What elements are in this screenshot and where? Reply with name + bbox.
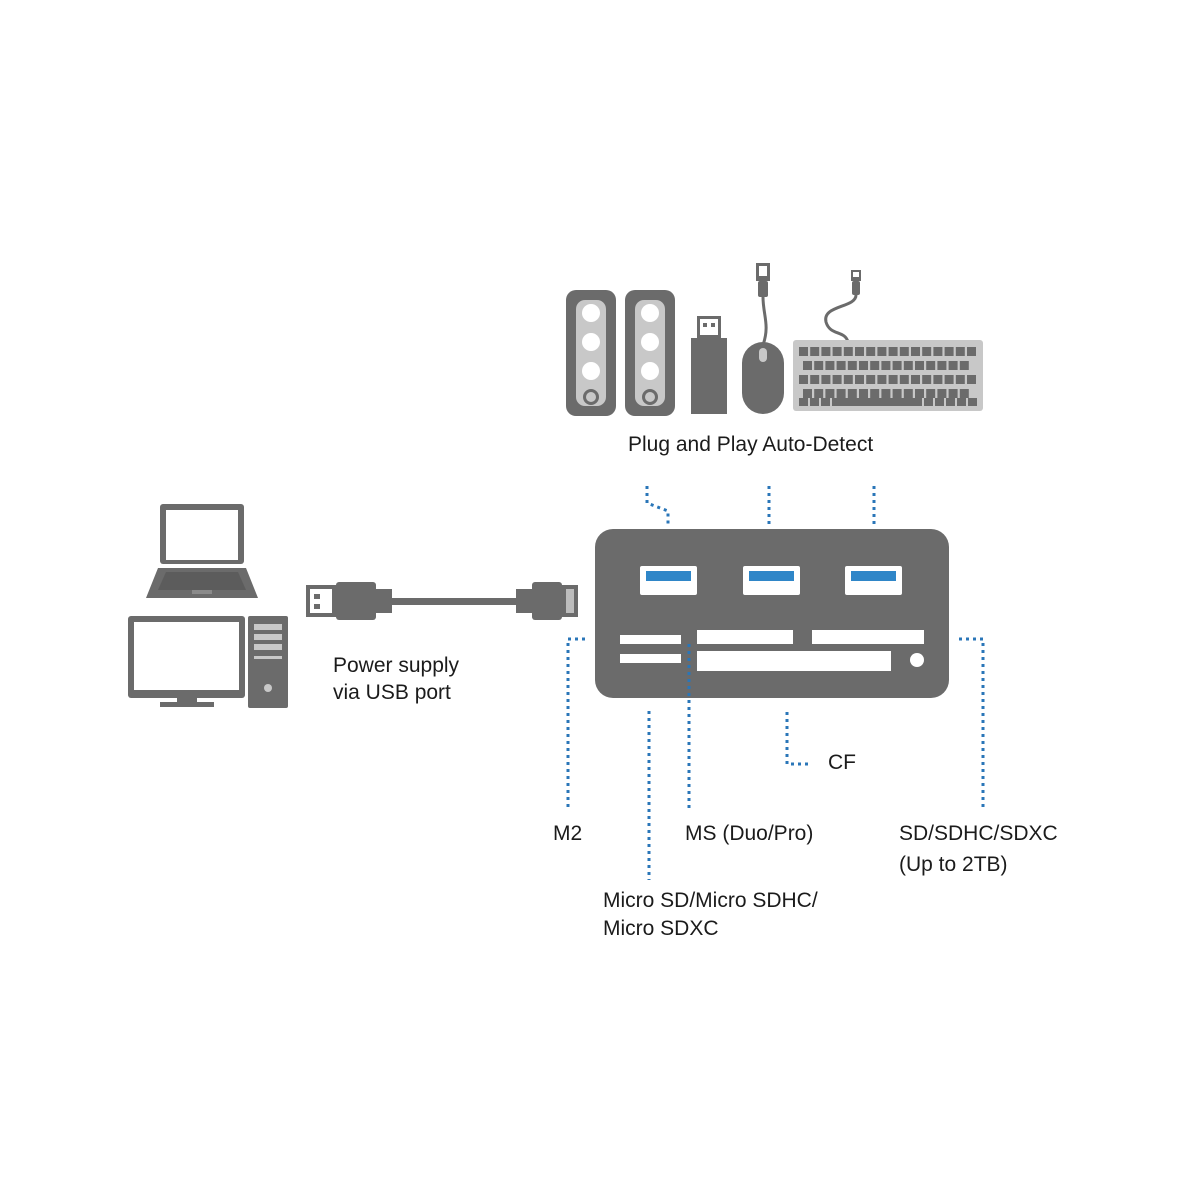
keyboard-key [944, 375, 954, 384]
keyboard-key [881, 389, 891, 398]
power-supply-label-line1: Power supply [333, 654, 460, 677]
keyboard-key [888, 347, 898, 356]
keyboard-key [866, 347, 876, 356]
keyboard-key [957, 398, 966, 406]
keyboard-key [922, 347, 932, 356]
keyboard-key [832, 347, 842, 356]
keyboard-key [847, 361, 857, 370]
keyboard-spacebar [832, 398, 922, 406]
keyboard-key [959, 361, 969, 370]
keyboard-key [924, 398, 933, 406]
keyboard-key [948, 361, 958, 370]
keyboard-key [967, 347, 976, 356]
keyboard-key [825, 361, 835, 370]
mouse-icon [742, 263, 784, 414]
laptop-icon [146, 504, 258, 598]
keyboard-key [911, 375, 920, 384]
keyboard-key [967, 375, 976, 384]
keyboard-key [915, 361, 924, 370]
microsd-label-line1: Micro SD/Micro SDHC/ [603, 889, 818, 912]
desktop-computer-icon [128, 616, 288, 708]
keyboard-key [922, 375, 932, 384]
keyboard-key [935, 398, 944, 406]
power-supply-label-line2: via USB port [333, 681, 451, 704]
keyboard-key [959, 389, 969, 398]
leader-cf [785, 712, 812, 766]
keyboard-key [944, 347, 954, 356]
leader-m2 [566, 637, 585, 808]
leader-sd [959, 637, 985, 808]
ms-label: MS (Duo/Pro) [685, 822, 814, 845]
keyboard-key [814, 361, 824, 370]
keyboard-icon [793, 270, 983, 411]
keyboard-key [892, 389, 902, 398]
usb-flash-drive-icon [691, 316, 727, 414]
keyboard-key [810, 375, 820, 384]
keyboard-key [899, 375, 909, 384]
leader-lines [566, 486, 985, 880]
card-reader-hub-icon [595, 529, 949, 698]
keyboard-key [799, 347, 808, 356]
usb-cable-icon [306, 582, 578, 620]
keyboard-key [799, 398, 808, 406]
speaker-icon [625, 290, 675, 416]
keyboard-key [933, 375, 943, 384]
keyboard-key [968, 398, 977, 406]
microsd-label-line2: Micro SDXC [603, 917, 719, 940]
keyboard-key [937, 361, 947, 370]
keyboard-key [903, 361, 913, 370]
keyboard-key [803, 361, 812, 370]
keyboard-key [946, 398, 955, 406]
keyboard-key [870, 361, 880, 370]
keyboard-key [836, 389, 846, 398]
keyboard-key [911, 347, 920, 356]
keyboard-key [843, 375, 853, 384]
keyboard-key [903, 389, 913, 398]
speaker-icon [566, 290, 616, 416]
keyboard-key [832, 375, 842, 384]
keyboard-key [821, 375, 831, 384]
plug-and-play-label: Plug and Play Auto-Detect [628, 433, 874, 456]
keyboard-key [866, 375, 876, 384]
leader-usb-port-1 [645, 486, 670, 527]
keyboard-key [915, 389, 924, 398]
keyboard-key [821, 347, 831, 356]
sd-label-line2: (Up to 2TB) [899, 853, 1008, 876]
keyboard-key [933, 347, 943, 356]
keyboard-key [877, 375, 887, 384]
keyboard-key [855, 347, 864, 356]
keyboard-key [810, 347, 820, 356]
keyboard-key [955, 375, 965, 384]
keyboard-key [899, 347, 909, 356]
keyboard-key [825, 389, 835, 398]
keyboard-key [847, 389, 857, 398]
keyboard-key [877, 347, 887, 356]
m2-label: M2 [553, 822, 583, 845]
keyboard-key [810, 398, 819, 406]
keyboard-key [836, 361, 846, 370]
keyboard-key [821, 398, 830, 406]
keyboard-key [859, 361, 868, 370]
keyboard-key [814, 389, 824, 398]
keyboard-key [926, 389, 936, 398]
keyboard-key [799, 375, 808, 384]
keyboard-key [859, 389, 868, 398]
keyboard-key [881, 361, 891, 370]
keyboard-key [955, 347, 965, 356]
keyboard-key [948, 389, 958, 398]
cf-label: CF [828, 751, 856, 774]
keyboard-key [870, 389, 880, 398]
keyboard-key [937, 389, 947, 398]
keyboard-key [843, 347, 853, 356]
keyboard-key [926, 361, 936, 370]
sd-label-line1: SD/SDHC/SDXC [899, 822, 1058, 845]
keyboard-key [892, 361, 902, 370]
keyboard-key [855, 375, 864, 384]
keyboard-key [888, 375, 898, 384]
keyboard-key [803, 389, 812, 398]
